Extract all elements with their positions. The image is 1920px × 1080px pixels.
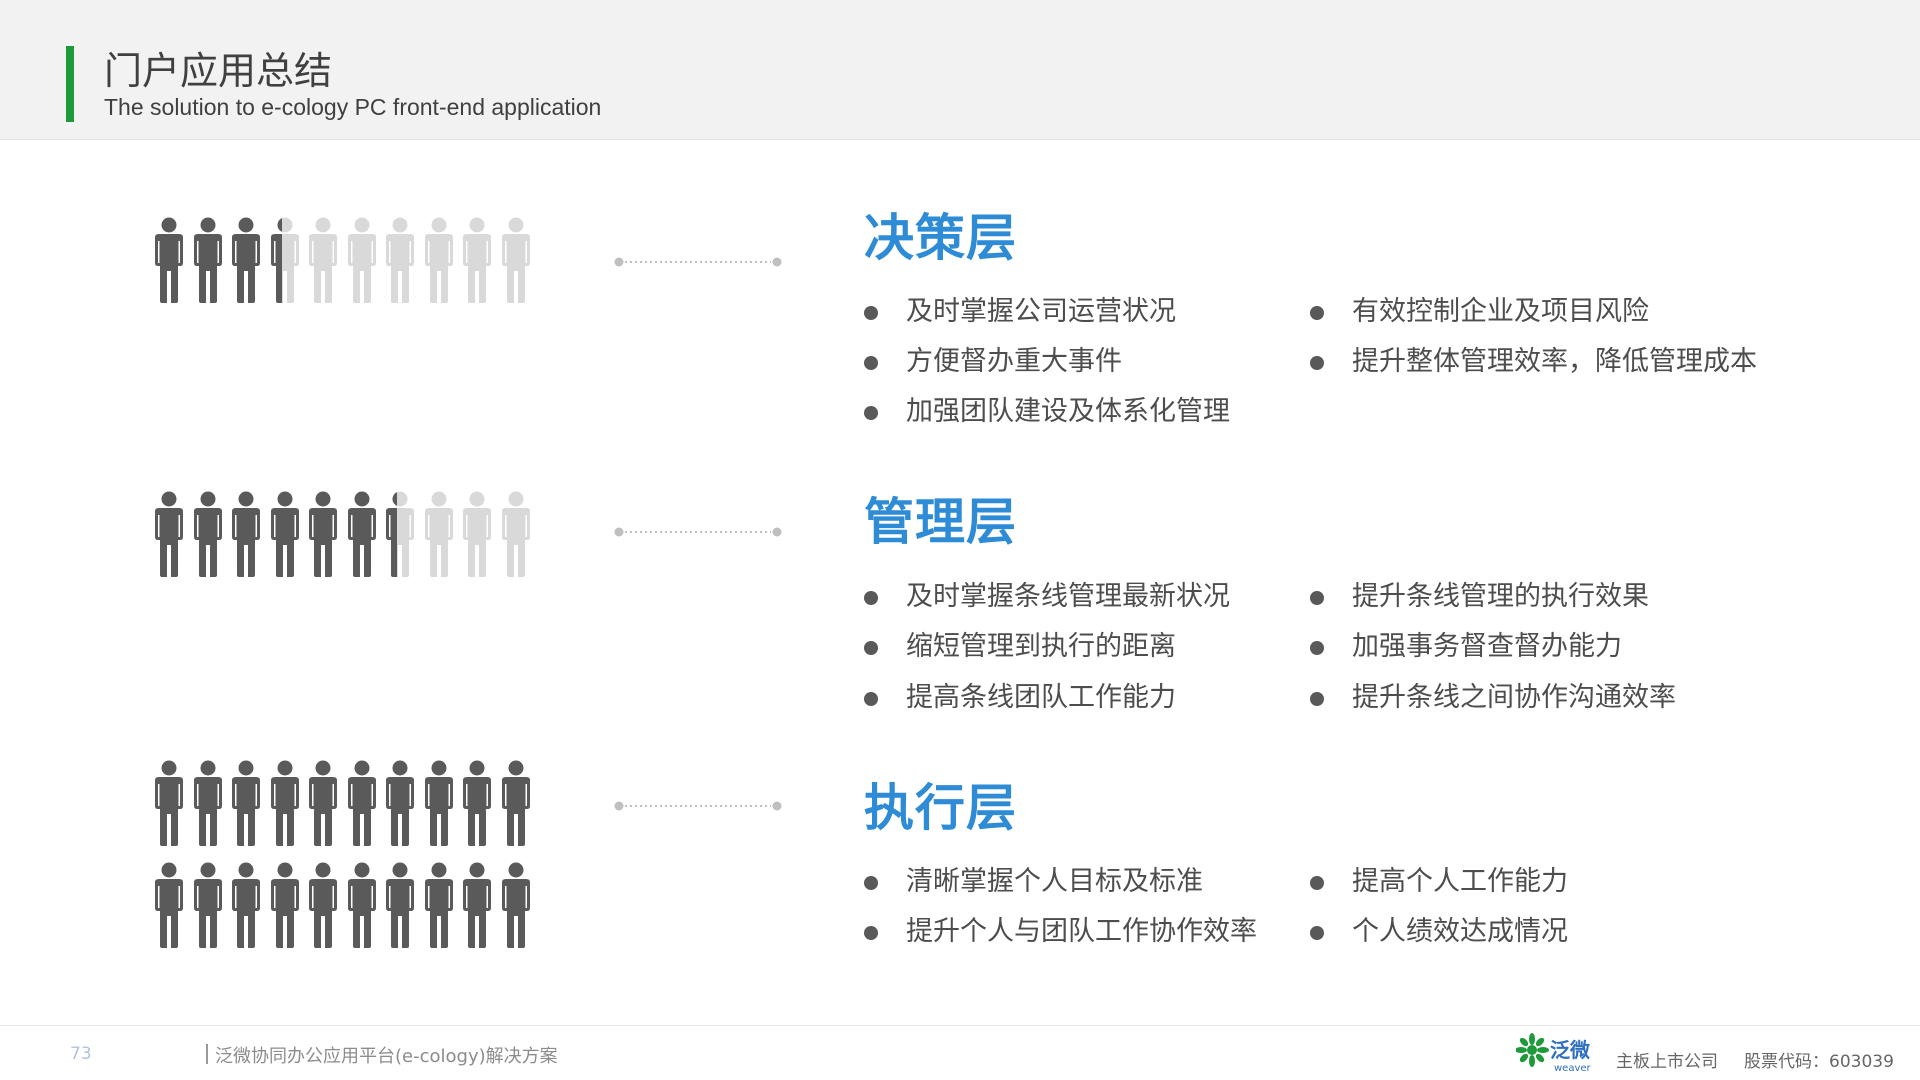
bullet-dot-icon (864, 641, 878, 655)
listed-company-label: 主板上市公司 (1616, 1052, 1718, 1072)
person-icon (422, 760, 456, 846)
slide-subtitle: The solution to e-cology PC front-end ap… (104, 94, 602, 120)
bullet-dot-icon (864, 591, 878, 605)
bullet-dot-icon (864, 876, 878, 890)
connector-line (614, 256, 782, 268)
person-icon (191, 217, 225, 303)
person-icon (229, 760, 263, 846)
person-icon (383, 862, 417, 948)
level-title-decision: 决策层 (864, 209, 1017, 267)
footer-doc-title: 泛微协同办公应用平台(e-cology)解决方案 (215, 1046, 558, 1067)
svg-text:泛微: 泛微 (1550, 1038, 1590, 1062)
bullet-dot-icon (1310, 591, 1324, 605)
person-icon (306, 217, 340, 303)
person-icon (191, 760, 225, 846)
person-icon (499, 217, 533, 303)
person-icon (152, 491, 186, 577)
header-accent-bar (66, 46, 74, 122)
person-icon (229, 491, 263, 577)
person-icon (422, 491, 456, 577)
slide-header: 门户应用总结 The solution to e-cology PC front… (0, 0, 1920, 140)
person-icon (268, 862, 302, 948)
person-icon (306, 760, 340, 846)
person-icon (460, 862, 494, 948)
person-icon (383, 491, 417, 577)
bullet-dot-icon (1310, 692, 1324, 706)
bullet-dot-icon (864, 356, 878, 370)
bullet-dot-icon (864, 692, 878, 706)
connector-line (614, 526, 782, 538)
weaver-logo: 泛微 weaver (1515, 1032, 1600, 1074)
bullet-dot-icon (1310, 876, 1324, 890)
footer-separator (206, 1044, 208, 1064)
person-icon (191, 491, 225, 577)
person-icon (152, 217, 186, 303)
level-title-execution: 执行层 (864, 779, 1017, 837)
bullet-dot-icon (1310, 641, 1324, 655)
person-icon (460, 491, 494, 577)
person-icon (422, 217, 456, 303)
logo-flower-icon (1515, 1033, 1549, 1067)
bullet-dot-icon (1310, 356, 1324, 370)
person-icon (306, 491, 340, 577)
page-number: 73 (70, 1044, 92, 1064)
person-icon (460, 217, 494, 303)
person-icon (460, 760, 494, 846)
bullet-dot-icon (1310, 306, 1324, 320)
person-icon (229, 217, 263, 303)
person-icon (345, 491, 379, 577)
person-icon (345, 760, 379, 846)
bullet-dot-icon (864, 406, 878, 420)
bullet-dot-icon (864, 926, 878, 940)
person-icon (383, 760, 417, 846)
person-icon (422, 862, 456, 948)
person-icon (152, 862, 186, 948)
level-title-management: 管理层 (864, 493, 1017, 551)
person-icon (268, 760, 302, 846)
person-icon (306, 862, 340, 948)
person-icon (191, 862, 225, 948)
person-icon (499, 862, 533, 948)
slide-title: 门户应用总结 (104, 49, 333, 93)
person-icon (345, 217, 379, 303)
person-icon (268, 217, 302, 303)
person-icon (152, 760, 186, 846)
person-icon (499, 760, 533, 846)
bullet-dot-icon (864, 306, 878, 320)
footer-divider (0, 1025, 1920, 1026)
connector-line (614, 800, 782, 812)
person-icon (229, 862, 263, 948)
svg-text:weaver: weaver (1554, 1063, 1592, 1074)
bullet-dot-icon (1310, 926, 1324, 940)
person-icon (268, 491, 302, 577)
stock-code: 股票代码：603039 (1744, 1052, 1894, 1072)
person-icon (345, 862, 379, 948)
person-icon (499, 491, 533, 577)
person-icon (383, 217, 417, 303)
